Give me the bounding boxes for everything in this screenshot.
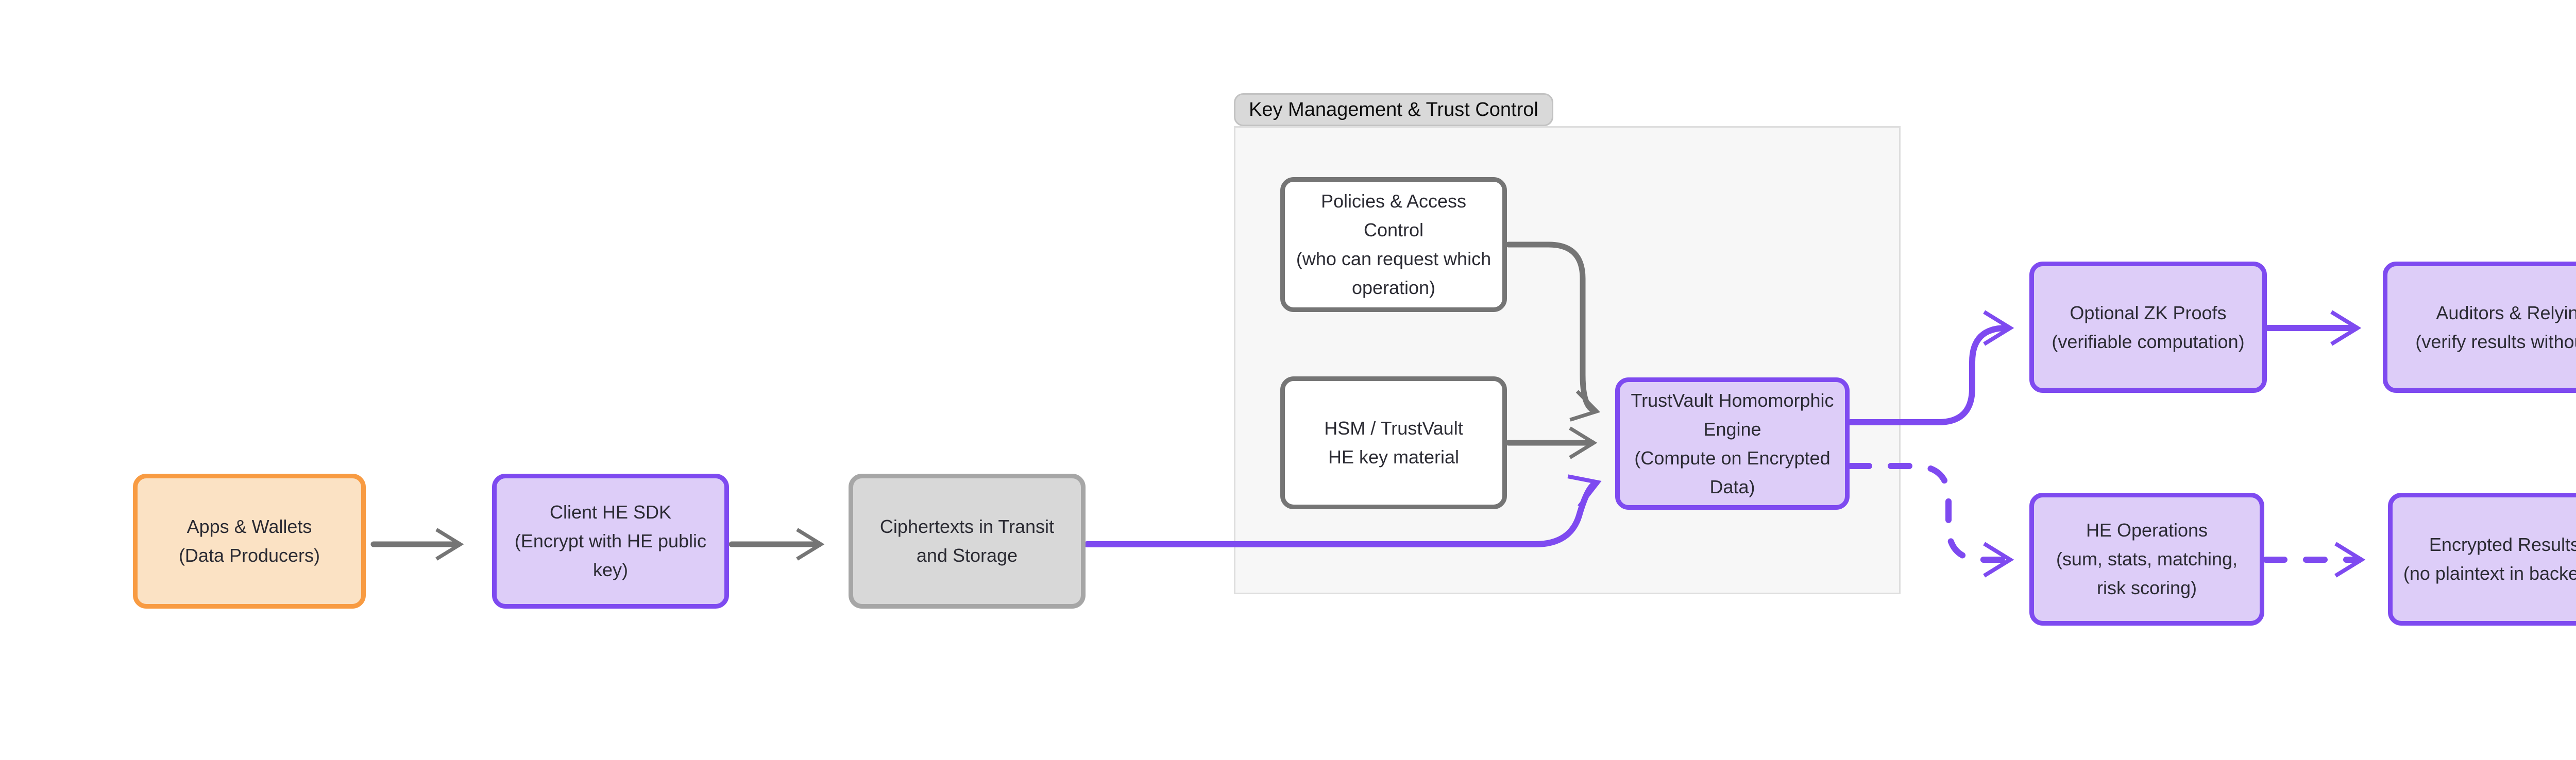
edge-ciphertexts-to-engine xyxy=(1084,474,1602,547)
node-homomorphic-engine: TrustVault Homomorphic Engine (Compute o… xyxy=(1615,377,1850,510)
node-hsm-key-material: HSM / TrustVault HE key material xyxy=(1280,376,1507,509)
edge-engine-to-zk xyxy=(1848,310,2014,425)
node-policies-access-control: Policies & Access Control (who can reque… xyxy=(1280,177,1507,312)
node-client-he-sdk: Client HE SDK (Encrypt with HE public ke… xyxy=(492,474,729,609)
node-zk-proofs: Optional ZK Proofs (verifiable computati… xyxy=(2029,262,2267,393)
node-auditors: Auditors & Relying Parties (verify resul… xyxy=(2383,262,2576,393)
node-encrypted-results: Encrypted Results (no plaintext in backe… xyxy=(2388,493,2576,626)
node-he-operations: HE Operations (sum, stats, matching, ris… xyxy=(2029,493,2264,626)
node-apps-wallets: Apps & Wallets (Data Producers) xyxy=(133,474,366,609)
node-ciphertexts: Ciphertexts in Transit and Storage xyxy=(849,474,1086,609)
edge-policies-to-engine xyxy=(1505,241,1601,422)
edge-engine-to-heops xyxy=(1848,463,2014,578)
cluster-title: Key Management & Trust Control xyxy=(1234,93,1553,126)
